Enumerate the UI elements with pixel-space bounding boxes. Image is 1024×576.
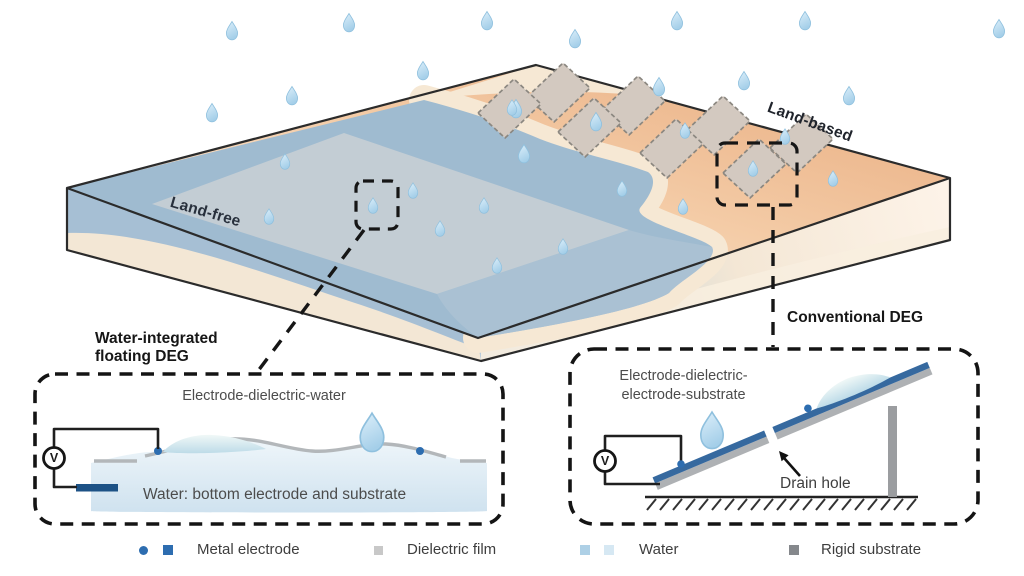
water-swatch-dark <box>580 545 590 555</box>
floating-deg-sheet <box>152 133 629 294</box>
water-swatch-light <box>604 545 614 555</box>
conventional-structure-label: Electrode-dielectric- electrode-substrat… <box>601 367 766 404</box>
sand-band-front-left <box>67 232 481 361</box>
dielectric-electrode-strip <box>652 430 767 484</box>
submerged-electrode <box>76 484 118 492</box>
left-voltmeter-symbol: V <box>49 451 59 465</box>
legend-label-dielectric-film: Dielectric film <box>407 541 497 558</box>
floating-structure-label: Electrode-dielectric-water <box>182 388 346 404</box>
slab-outline <box>65 63 952 363</box>
drain-hole-label: Drain hole <box>780 475 851 492</box>
dielectric-electrode-strip <box>772 361 930 434</box>
drain-hole-arrow <box>779 451 801 477</box>
wire-electrode-dot <box>677 460 685 468</box>
right-callout-square <box>715 141 799 207</box>
voltmeter-wires <box>603 434 683 486</box>
callout-markers <box>256 141 799 373</box>
legend-label-water: Water <box>639 541 679 558</box>
voltmeter-circle <box>593 449 617 473</box>
legend-label-metal-electrode: Metal electrode <box>197 541 300 558</box>
right-callout-title: Conventional DEG <box>787 309 924 326</box>
top-electrode-dot <box>154 447 162 455</box>
right-voltmeter-symbol: V <box>600 454 610 468</box>
left-callout-title-line1: Water-integrated <box>95 330 218 347</box>
falling-droplet <box>699 411 725 450</box>
support-post <box>888 406 897 497</box>
water-front-band <box>437 230 713 338</box>
rigid-substrate-swatch <box>789 545 799 555</box>
water-body <box>91 438 487 513</box>
spread-droplet <box>816 374 891 409</box>
right-inset-border <box>568 347 980 526</box>
water-substrate-label: Water: bottom electrode and substrate <box>143 486 407 503</box>
top-electrode-dot <box>416 447 424 455</box>
substrate-strip <box>774 367 933 440</box>
dielectric-film-swatch <box>374 546 383 555</box>
tilted-panel <box>652 361 933 490</box>
beach-back <box>424 65 652 100</box>
legend-label-rigid-substrate: Rigid substrate <box>821 541 922 558</box>
conventional-structure-line2: electrode-substrate <box>621 386 746 403</box>
left-callout-title-line2: floating DEG <box>95 348 189 365</box>
metal-electrode-square-swatch <box>163 545 173 555</box>
left-callout-connector <box>256 228 366 373</box>
top-electrode-dot <box>804 404 812 413</box>
voltmeter-wires <box>52 427 160 489</box>
left-callout-square <box>354 179 400 231</box>
conventional-deg-inset <box>568 347 980 526</box>
conventional-structure-line1: Electrode-dielectric- <box>619 368 748 384</box>
substrate-strip <box>655 436 770 490</box>
left-callout-title: Water-integrated floating DEG <box>95 330 218 366</box>
falling-droplet <box>359 412 385 453</box>
ground-hatches <box>646 498 917 511</box>
floating-deg-inset <box>33 372 505 526</box>
metal-electrode-dot-swatch <box>139 546 148 555</box>
voltmeter-circle <box>42 446 66 470</box>
spread-droplet <box>163 434 266 454</box>
